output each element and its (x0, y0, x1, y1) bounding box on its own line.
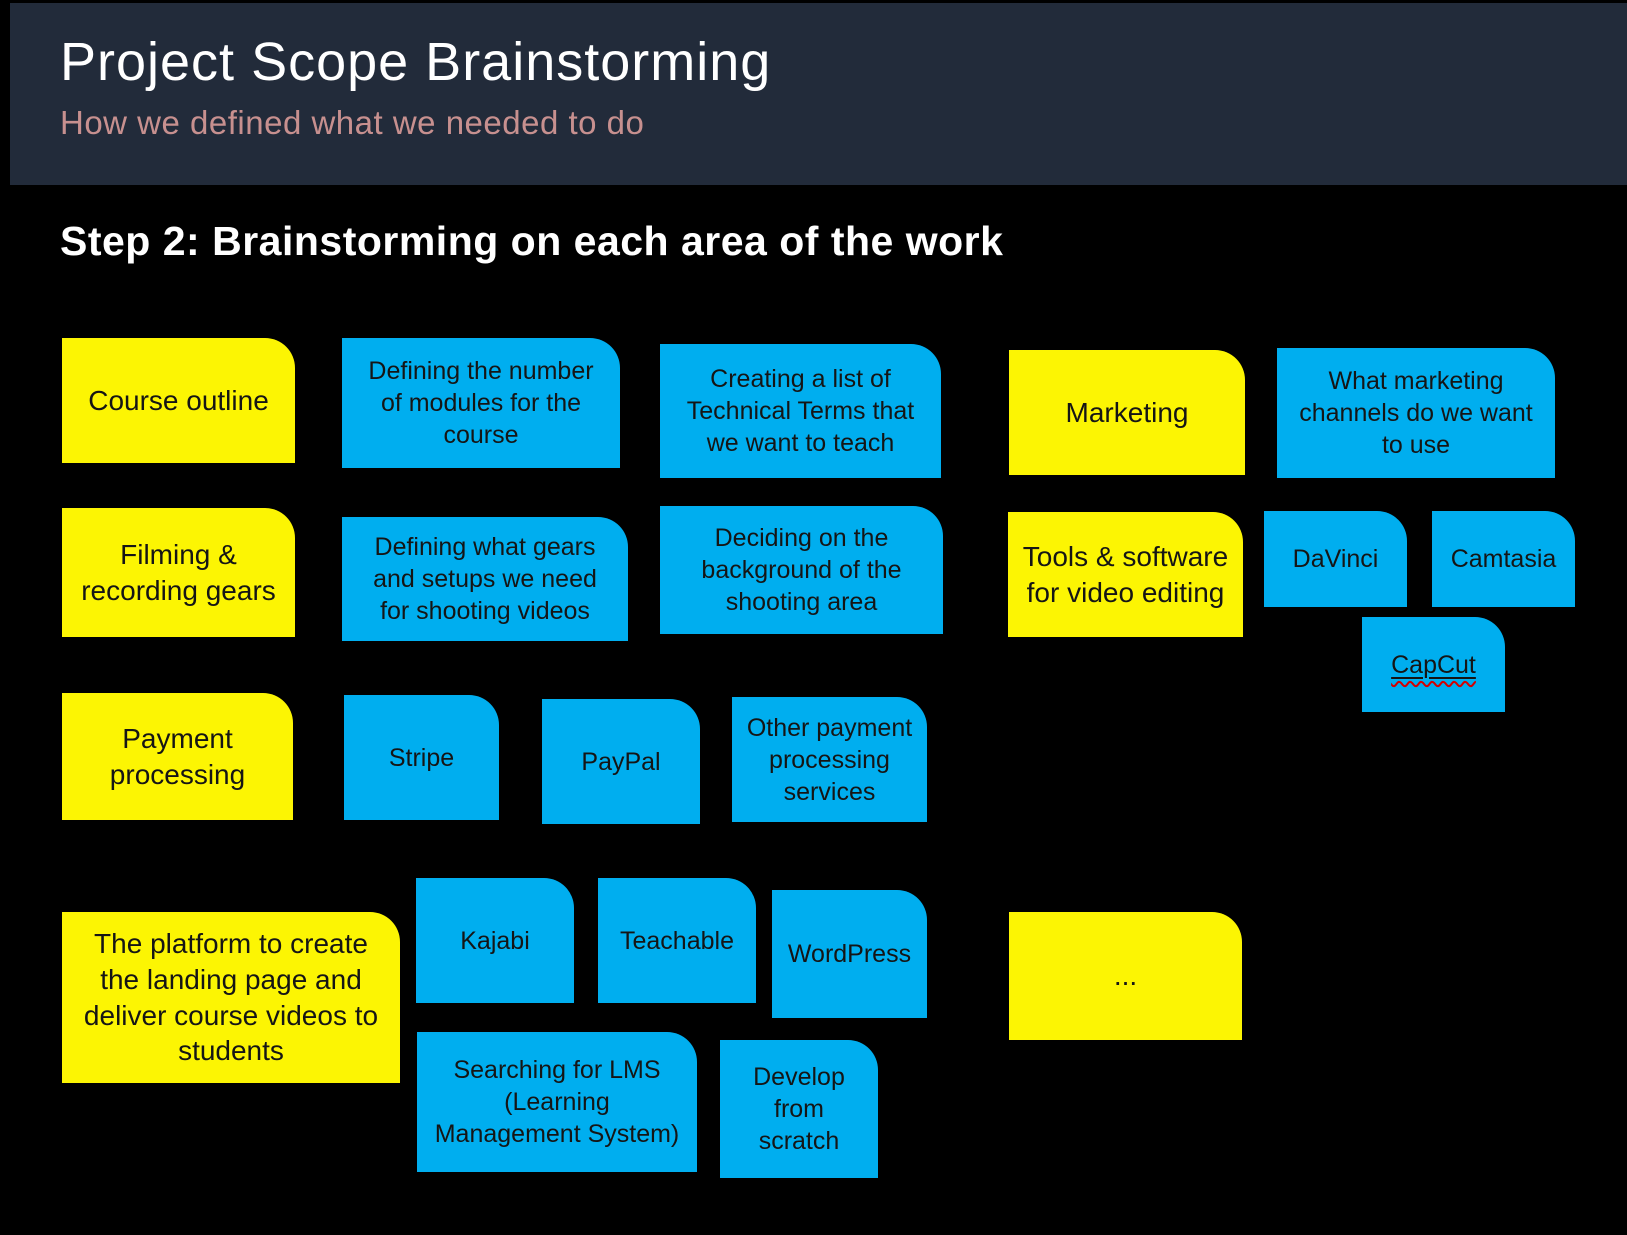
page-title: Project Scope Brainstorming (60, 32, 772, 92)
note-text: Camtasia (1450, 545, 1557, 573)
note-text: Course outline (88, 384, 269, 416)
note-text: The platform to create the landing page … (83, 927, 379, 1067)
note-marketing-channels: What marketing channels do we want to us… (1277, 348, 1555, 478)
note-searching-lms: Searching for LMS (Learning Management S… (417, 1032, 697, 1172)
note-text: WordPress (787, 940, 912, 968)
note-text: Searching for LMS (Learning Management S… (434, 1056, 680, 1148)
note-text: Kajabi (460, 926, 530, 955)
note-more-dots: ... (1009, 912, 1242, 1040)
note-text: Tools & software for video editing (1022, 540, 1229, 608)
note-paypal: PayPal (542, 699, 700, 824)
note-marketing: Marketing (1009, 350, 1245, 475)
note-kajabi: Kajabi (416, 878, 574, 1003)
note-wordpress: WordPress (772, 890, 927, 1018)
note-text: Creating a list of Technical Terms that … (686, 365, 915, 457)
note-platform: The platform to create the landing page … (62, 912, 400, 1083)
note-text: Marketing (1065, 396, 1189, 428)
note-payment-processing: Payment processing (62, 693, 293, 820)
note-text: Filming & recording gears (81, 538, 276, 606)
note-text: CapCut (1391, 650, 1476, 679)
note-capcut: CapCut (1362, 617, 1505, 712)
note-technical-terms: Creating a list of Technical Terms that … (660, 344, 941, 478)
page-subtitle: How we defined what we needed to do (60, 104, 645, 142)
note-text: Deciding on the background of the shooti… (701, 524, 902, 616)
note-text: Defining the number of modules for the c… (368, 357, 594, 449)
note-text: What marketing channels do we want to us… (1299, 367, 1533, 459)
note-text: PayPal (581, 747, 661, 776)
note-shooting-background: Deciding on the background of the shooti… (660, 506, 943, 634)
note-other-payment: Other payment processing services (732, 697, 927, 822)
note-text: Stripe (388, 743, 455, 772)
note-text: Develop from scratch (753, 1063, 845, 1155)
note-camtasia: Camtasia (1432, 511, 1575, 607)
note-course-outline: Course outline (62, 338, 295, 463)
note-text: ... (1113, 960, 1138, 992)
note-gears-setups: Defining what gears and setups we need f… (342, 517, 628, 641)
note-develop-scratch: Develop from scratch (720, 1040, 878, 1178)
note-tools-software: Tools & software for video editing (1008, 512, 1243, 637)
note-defining-modules: Defining the number of modules for the c… (342, 338, 620, 468)
note-text: Payment processing (109, 722, 246, 790)
step-heading: Step 2: Brainstorming on each area of th… (60, 218, 1004, 264)
note-davinci: DaVinci (1264, 511, 1407, 607)
note-stripe: Stripe (344, 695, 499, 820)
note-text: DaVinci (1292, 545, 1379, 573)
slide-header: Project Scope Brainstorming How we defin… (10, 3, 1627, 185)
note-text: CapCut (1391, 649, 1476, 681)
note-filming-gears: Filming & recording gears (62, 508, 295, 637)
note-text: Teachable (620, 926, 734, 955)
note-teachable: Teachable (598, 878, 756, 1003)
note-text: Other payment processing services (746, 713, 913, 806)
note-text: Defining what gears and setups we need f… (373, 533, 597, 625)
